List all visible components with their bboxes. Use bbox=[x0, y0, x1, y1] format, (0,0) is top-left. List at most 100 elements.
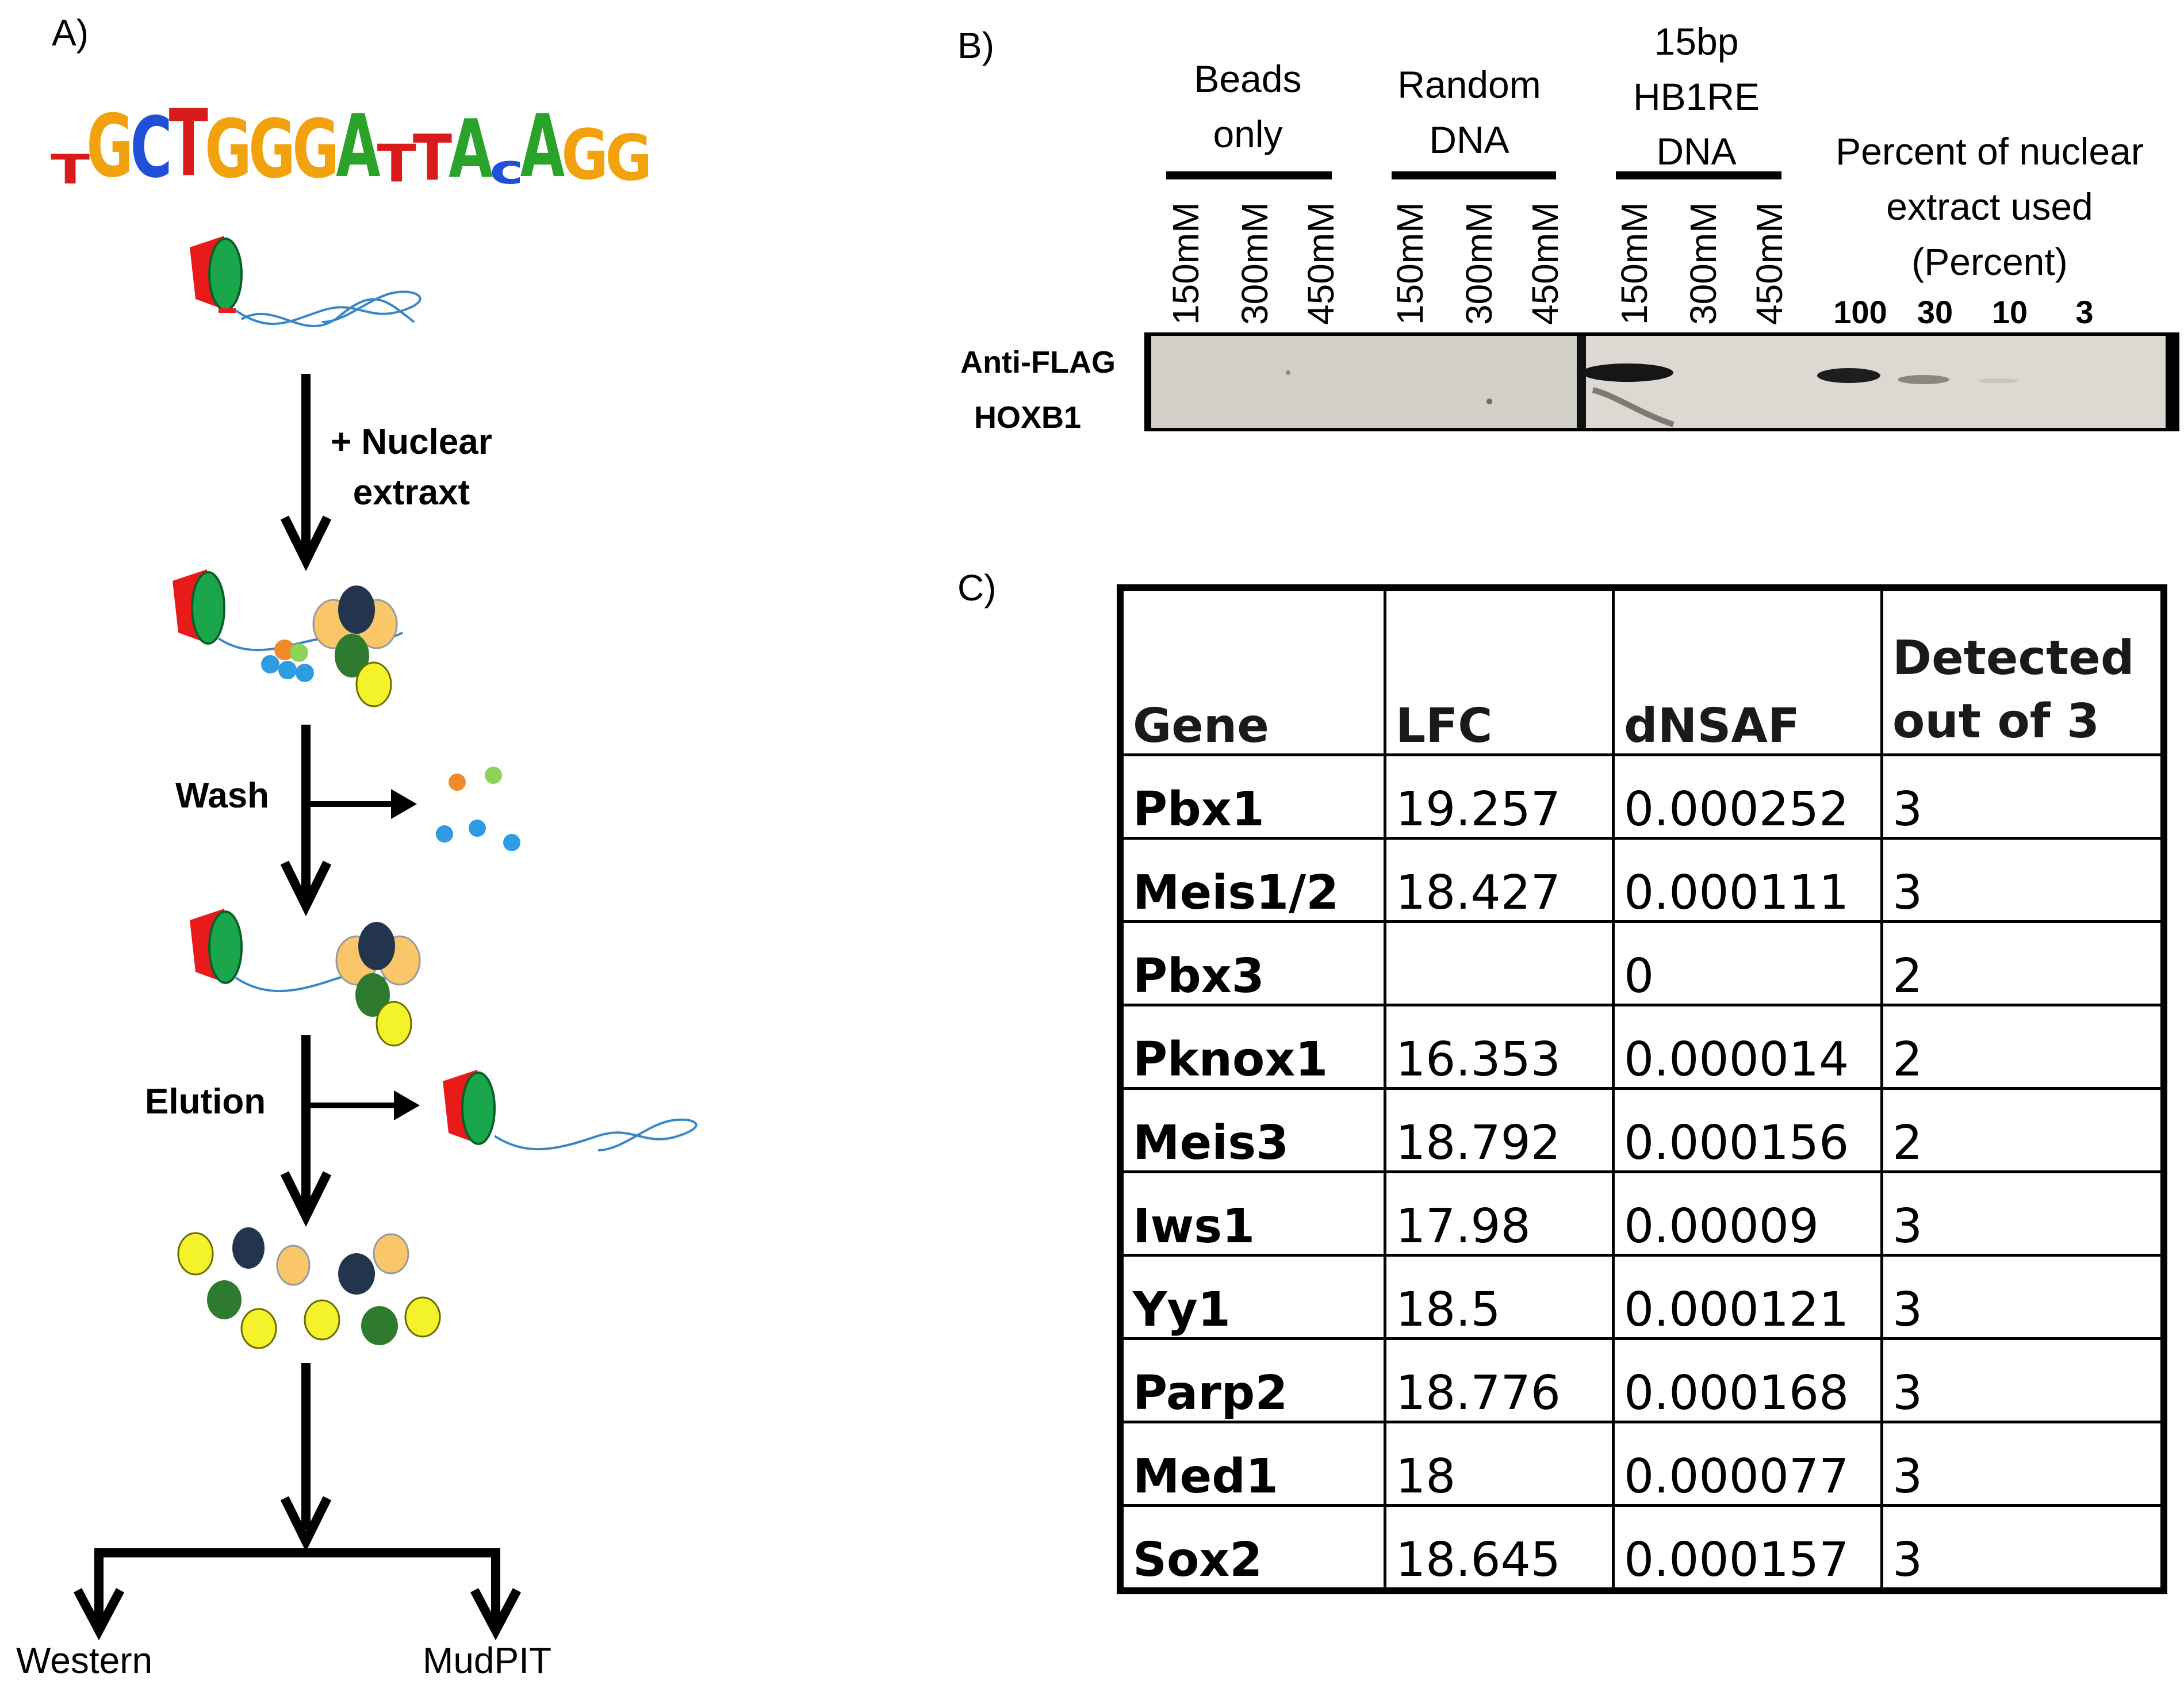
lane-label: 450mM bbox=[1749, 202, 1790, 325]
lfc-cell: 18 bbox=[1384, 1420, 1615, 1507]
logo-letter: C bbox=[130, 98, 172, 197]
gene-cell: Meis1/2 bbox=[1118, 836, 1386, 923]
group-line: only bbox=[1213, 112, 1283, 155]
detected-cell: 3 bbox=[1880, 1420, 2166, 1507]
arrowhead-icon bbox=[280, 860, 332, 917]
gene-cell: Pbx3 bbox=[1118, 920, 1386, 1006]
dnsaf-cell: 0.000077 bbox=[1612, 1420, 1883, 1507]
output-mudpit: MudPIT bbox=[423, 1640, 552, 1681]
lane-label: 300mM bbox=[1683, 202, 1724, 325]
complex-with-nuclear-extract bbox=[173, 569, 403, 707]
lfc-cell: 18.792 bbox=[1384, 1086, 1615, 1173]
detected-cell: 3 bbox=[1880, 1170, 2166, 1257]
lfc-cell: 16.353 bbox=[1384, 1003, 1615, 1090]
lane-label: 150mM bbox=[1165, 202, 1206, 325]
lfc-cell: 18.645 bbox=[1384, 1503, 1615, 1592]
lfc-cell: 18.776 bbox=[1384, 1337, 1615, 1423]
logo-letter: T bbox=[377, 133, 416, 194]
group-label-hb1re-dna: 15bp HB1RE DNA bbox=[1610, 14, 1783, 179]
lane-label: 300mM bbox=[1234, 202, 1275, 325]
dnsaf-cell: 0.000111 bbox=[1612, 836, 1883, 923]
logo-letter: A bbox=[520, 95, 565, 197]
dnsaf-cell: 0 bbox=[1612, 920, 1883, 1006]
blot-label-line2: HOXB1 bbox=[974, 400, 1081, 435]
dnsaf-cell: 0.000168 bbox=[1612, 1337, 1883, 1423]
logo-letter: G bbox=[561, 114, 608, 196]
dnsaf-cell: 0.000252 bbox=[1612, 753, 1883, 840]
blot-label-line1: Anti-FLAG bbox=[960, 345, 1116, 380]
lfc-cell bbox=[1384, 920, 1615, 1006]
panel-a-schematic bbox=[73, 236, 698, 1641]
gene-cell: Yy1 bbox=[1118, 1253, 1386, 1340]
step-nuclear-line2: extraxt bbox=[352, 473, 470, 512]
percent-title-line1: Percent of nuclear bbox=[1836, 130, 2144, 173]
washed-complex bbox=[190, 909, 421, 1047]
logo-letter: A bbox=[336, 95, 380, 197]
output-western: Western bbox=[16, 1640, 153, 1681]
arrowhead-icon bbox=[73, 1588, 125, 1641]
gene-cell: Sox2 bbox=[1118, 1503, 1386, 1592]
logo-letter: G bbox=[292, 102, 339, 197]
lfc-cell: 19.257 bbox=[1384, 753, 1615, 840]
arrowhead-icon bbox=[280, 515, 332, 572]
step-label-elution: Elution bbox=[145, 1082, 266, 1121]
gene-cell: Parp2 bbox=[1118, 1337, 1386, 1423]
lfc-cell: 17.98 bbox=[1384, 1170, 1615, 1257]
dnsaf-cell: 0.000156 bbox=[1612, 1086, 1883, 1173]
eluted-proteins bbox=[177, 1227, 441, 1349]
percent-title: Percent of nuclear extract used (Percent… bbox=[1803, 124, 2177, 289]
lane-label: 450mM bbox=[1300, 202, 1342, 325]
logo-letter: G bbox=[248, 102, 296, 197]
detected-cell: 3 bbox=[1880, 836, 2166, 923]
logo-letter: T bbox=[412, 121, 452, 195]
lane-label: 150mM bbox=[1389, 202, 1431, 325]
logo-letter: G bbox=[86, 95, 133, 197]
logo-letter: A bbox=[449, 102, 493, 197]
dnsaf-cell: 0.000014 bbox=[1612, 1003, 1883, 1090]
band-hb1re-150mm bbox=[1581, 363, 1673, 382]
group-line: DNA bbox=[1429, 118, 1509, 161]
arrowhead-icon bbox=[280, 1496, 332, 1552]
logo-letter: G bbox=[605, 121, 652, 195]
lane-label: 450mM bbox=[1524, 202, 1566, 325]
column-header-lfc: LFC bbox=[1384, 586, 1615, 756]
logo-letter: T bbox=[51, 146, 90, 193]
lfc-cell: 18.427 bbox=[1384, 836, 1615, 923]
column-header-dnsaf: dNSAF bbox=[1612, 586, 1883, 756]
group-label-beads-only: Beads only bbox=[1167, 52, 1328, 162]
hoxb1-dna-complex bbox=[190, 236, 422, 327]
detected-cell: 3 bbox=[1880, 1337, 2166, 1423]
step-label-wash: Wash bbox=[175, 776, 270, 816]
logo-letter: c bbox=[489, 146, 523, 193]
detected-cell: 3 bbox=[1880, 1503, 2166, 1592]
group-brackets bbox=[1166, 171, 1781, 179]
lane-label: 150mM bbox=[1614, 202, 1655, 325]
group-line: 15bp bbox=[1654, 20, 1739, 63]
washed-away-proteins bbox=[436, 767, 520, 851]
arrowhead-icon bbox=[470, 1588, 522, 1641]
band-30-percent bbox=[1898, 375, 1949, 384]
group-line: Beads bbox=[1194, 58, 1302, 100]
band-10-percent bbox=[1978, 378, 2018, 383]
detected-cell: 3 bbox=[1880, 1253, 2166, 1340]
detected-cell: 2 bbox=[1880, 1003, 2166, 1090]
arrowhead-icon bbox=[280, 1171, 332, 1227]
detected-cell: 2 bbox=[1880, 1086, 2166, 1173]
panel-c-label: C) bbox=[957, 567, 997, 608]
western-blot-image bbox=[1144, 332, 2179, 431]
eluted-dna-complex bbox=[443, 1070, 698, 1151]
percent-10: 10 bbox=[1991, 294, 2028, 330]
group-line: HB1RE bbox=[1633, 75, 1760, 118]
